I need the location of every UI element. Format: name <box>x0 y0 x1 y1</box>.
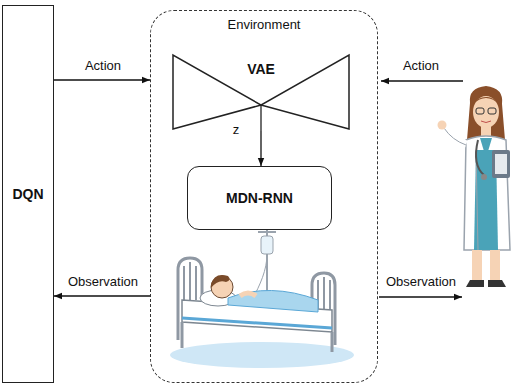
edge-label: Observation <box>66 274 140 289</box>
agent-box: DQN <box>2 5 54 383</box>
process-box: MDN-RNN <box>187 166 332 230</box>
latent-arrow <box>260 131 261 166</box>
patient-bed <box>170 230 354 368</box>
environment-region: EnvironmentVAE MDN-RNN <box>150 10 378 383</box>
action-arrow <box>54 79 150 80</box>
node-label: VAE <box>247 61 275 77</box>
node-label: DQN <box>12 186 43 202</box>
node-label: Environment <box>228 17 301 32</box>
vae-bowtie: VAE <box>171 45 351 131</box>
edge-label: Action <box>83 58 123 73</box>
bowtie-outline <box>171 45 351 131</box>
doctor-action-arrow <box>381 80 463 81</box>
doctor-figure <box>438 86 511 287</box>
observation-label: Observation <box>384 274 458 289</box>
edge-label: z <box>231 122 242 137</box>
observation-arrow <box>54 295 150 296</box>
action-label: Action <box>401 58 441 73</box>
node-label: MDN-RNN <box>226 190 293 206</box>
doctor-observation-arrow <box>379 296 462 297</box>
